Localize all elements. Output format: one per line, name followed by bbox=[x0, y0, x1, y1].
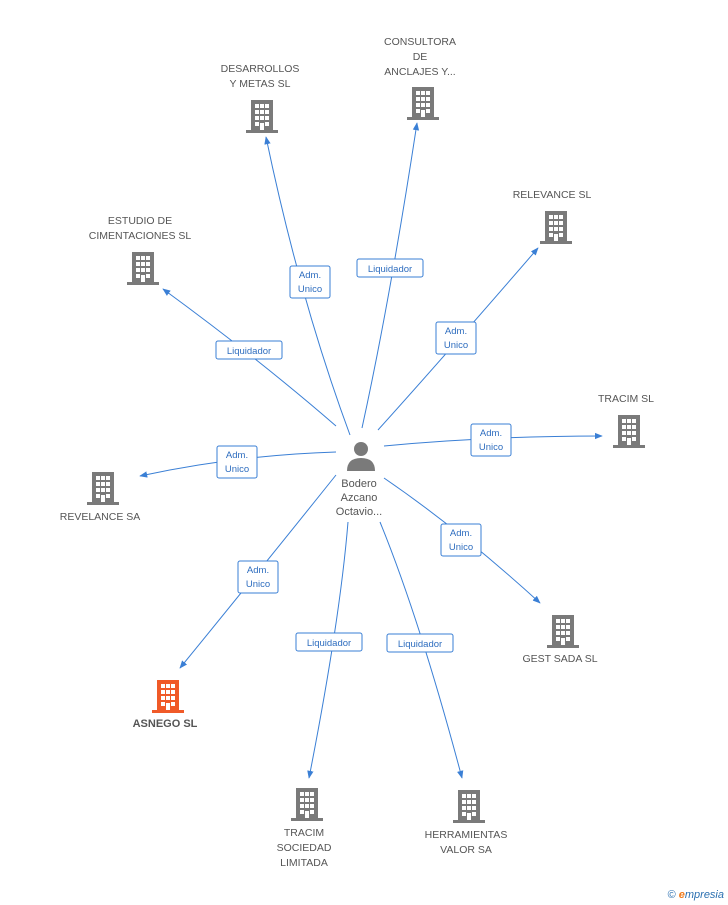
brand-name: mpresia bbox=[684, 889, 724, 901]
building-icon bbox=[127, 252, 159, 285]
building-icon bbox=[291, 788, 323, 821]
relation-label: Liquidador bbox=[368, 264, 412, 275]
relation-label: Liquidador bbox=[398, 639, 442, 650]
relation-box-frame bbox=[215, 340, 283, 360]
nodes-layer: DESARROLLOS Y METAS SL CONSULTORA DE ANCLAJE… bbox=[60, 36, 654, 869]
person-label: Azcano bbox=[341, 492, 378, 504]
footer-brand[interactable]: © empresia bbox=[668, 889, 724, 901]
relation-box-estudio[interactable]: Liquidador bbox=[215, 340, 283, 360]
relation-box-frame bbox=[435, 321, 477, 355]
company-label: DE bbox=[413, 51, 428, 63]
relation-label: Unico bbox=[225, 464, 249, 475]
company-label: Y METAS SL bbox=[230, 78, 291, 90]
company-label: TRACIM SL bbox=[598, 393, 654, 405]
building-icon bbox=[540, 211, 572, 244]
company-node-relevance[interactable]: RELEVANCE SL bbox=[513, 189, 592, 244]
person-label: Bodero bbox=[341, 478, 376, 490]
company-node-revelance[interactable]: REVELANCE SA bbox=[60, 472, 141, 523]
company-node-tracimsl[interactable]: TRACIM SL bbox=[598, 393, 654, 448]
relation-label: Unico bbox=[479, 442, 503, 453]
building-icon bbox=[246, 100, 278, 133]
relation-box-consultora[interactable]: Liquidador bbox=[356, 258, 424, 278]
relation-box-asnego[interactable]: Adm. Unico bbox=[237, 560, 279, 594]
person-icon bbox=[347, 442, 375, 471]
relation-box-gestsada[interactable]: Adm. Unico bbox=[440, 523, 482, 557]
company-label: ASNEGO SL bbox=[133, 718, 198, 730]
company-label: RELEVANCE SL bbox=[513, 189, 592, 201]
relation-box-frame bbox=[295, 632, 363, 652]
company-label: ESTUDIO DE bbox=[108, 215, 172, 227]
building-icon bbox=[547, 615, 579, 648]
relation-label: Liquidador bbox=[227, 346, 271, 357]
company-label: CIMENTACIONES SL bbox=[89, 230, 192, 242]
relation-box-frame bbox=[289, 265, 331, 299]
relation-label: Adm. bbox=[247, 565, 269, 576]
relation-box-tracimsoc[interactable]: Liquidador bbox=[295, 632, 363, 652]
relation-label: Unico bbox=[444, 340, 468, 351]
company-label: TRACIM bbox=[284, 827, 324, 839]
relation-box-frame bbox=[386, 633, 454, 653]
edges-layer bbox=[139, 122, 603, 779]
relation-label: Adm. bbox=[445, 326, 467, 337]
relation-box-revelance[interactable]: Adm. Unico bbox=[216, 445, 258, 479]
relation-box-frame bbox=[440, 523, 482, 557]
relation-box-frame bbox=[470, 423, 512, 457]
company-label: ANCLAJES Y... bbox=[384, 66, 455, 78]
center-person-node[interactable]: BoderoAzcanoOctavio... bbox=[336, 442, 382, 518]
relation-box-herramientas[interactable]: Liquidador bbox=[386, 633, 454, 653]
relation-label: Adm. bbox=[480, 428, 502, 439]
company-label: LIMITADA bbox=[280, 857, 328, 869]
company-node-tracimsoc[interactable]: TRACIM SOCIEDAD LIMITADA bbox=[277, 788, 332, 869]
relation-box-desarrollos[interactable]: Adm. Unico bbox=[289, 265, 331, 299]
building-icon bbox=[407, 87, 439, 120]
person-label: Octavio... bbox=[336, 506, 382, 518]
company-label: CONSULTORA bbox=[384, 36, 456, 48]
relation-box-frame bbox=[216, 445, 258, 479]
copyright-icon: © bbox=[667, 889, 676, 901]
relation-label: Unico bbox=[246, 579, 270, 590]
company-node-consultora[interactable]: CONSULTORA DE ANCLAJES Y... bbox=[384, 36, 456, 120]
company-label: GEST SADA SL bbox=[522, 653, 597, 665]
relation-labels-layer: Adm.UnicoLiquidadorAdm.UnicoLiquidadorAd… bbox=[215, 258, 512, 653]
company-node-desarrollos[interactable]: DESARROLLOS Y METAS SL bbox=[221, 63, 300, 133]
relation-box-frame bbox=[237, 560, 279, 594]
company-node-herramientas[interactable]: HERRAMIENTAS VALOR SA bbox=[425, 790, 508, 856]
company-label: REVELANCE SA bbox=[60, 511, 141, 523]
relation-label: Unico bbox=[298, 284, 322, 295]
building-icon bbox=[453, 790, 485, 823]
company-node-gestsada[interactable]: GEST SADA SL bbox=[522, 615, 598, 665]
building-icon bbox=[613, 415, 645, 448]
company-label: SOCIEDAD bbox=[277, 842, 332, 854]
building-icon bbox=[87, 472, 119, 505]
building-icon bbox=[152, 680, 184, 713]
company-label: DESARROLLOS bbox=[221, 63, 300, 75]
relation-label: Adm. bbox=[299, 270, 321, 281]
edge-consultora bbox=[361, 122, 420, 429]
relation-label: Liquidador bbox=[307, 638, 351, 649]
company-node-asnego[interactable]: ASNEGO SL bbox=[133, 680, 198, 730]
company-node-estudio[interactable]: ESTUDIO DE CIMENTACIONES SL bbox=[89, 215, 192, 285]
brand-initial: e bbox=[678, 889, 685, 901]
relation-label: Adm. bbox=[450, 528, 472, 539]
relation-box-frame bbox=[356, 258, 424, 278]
company-label: VALOR SA bbox=[440, 844, 492, 856]
relation-box-relevance[interactable]: Adm. Unico bbox=[435, 321, 477, 355]
relation-box-tracimsl[interactable]: Adm. Unico bbox=[470, 423, 512, 457]
relation-label: Unico bbox=[449, 542, 473, 553]
relation-label: Adm. bbox=[226, 450, 248, 461]
company-label: HERRAMIENTAS bbox=[425, 829, 508, 841]
